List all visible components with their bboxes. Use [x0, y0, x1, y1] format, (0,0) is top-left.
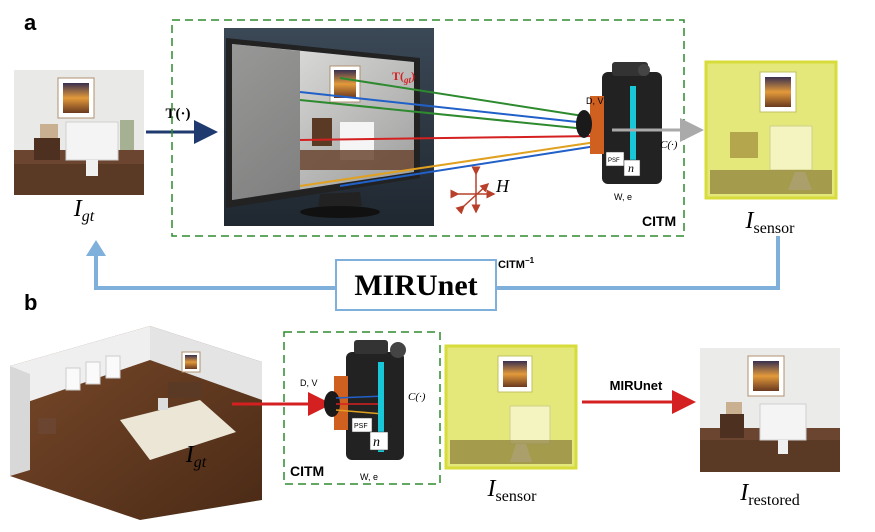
panel-a-label: a: [24, 10, 37, 35]
c-label-b: C(·): [408, 391, 426, 403]
h-label: H: [495, 176, 510, 196]
citm-label-b: CITM: [290, 463, 324, 479]
mirunet-label: MIRUnet: [354, 269, 477, 302]
camera-b: [324, 340, 406, 460]
monitor-transform-label: T(gt): [392, 69, 415, 85]
sensor-label-a: Isensor: [745, 208, 796, 237]
inverse-citm-label: CITM−1: [498, 256, 535, 271]
sensor-image-a: [704, 60, 838, 200]
input-label-b: Igt: [185, 442, 207, 471]
sensor-image-b: [444, 344, 578, 470]
dv-label-a: D, V: [586, 96, 604, 106]
we-label-a: W, e: [614, 192, 632, 202]
mirunet-box: [335, 259, 497, 311]
c-label-a: C(·): [660, 139, 678, 151]
n-label-a: n: [628, 161, 634, 175]
h-axes-icon: [450, 166, 496, 215]
room-3d-image: [10, 326, 262, 520]
citm-box-b: [283, 331, 441, 485]
panel-b-label: b: [24, 290, 37, 315]
input-room-image-a: [14, 70, 144, 195]
sensor-label-b: Isensor: [487, 476, 538, 505]
psf-label-a: PSF: [608, 158, 620, 164]
transform-label: T(·): [166, 106, 191, 122]
restored-label: Irestored: [739, 480, 800, 509]
citm-label-a: CITM: [642, 213, 676, 229]
mirunet-label-b: MIRUnet: [610, 378, 663, 393]
n-label-b: n: [373, 435, 380, 450]
we-label-b: W, e: [360, 472, 378, 482]
restored-image: [700, 348, 840, 472]
dv-label-b: D, V: [300, 378, 318, 388]
psf-label-b: PSF: [354, 423, 368, 430]
monitor-scene: [224, 28, 434, 226]
light-rays: [299, 77, 597, 187]
input-label-a: Igt: [73, 196, 95, 225]
camera-a: [576, 62, 662, 184]
